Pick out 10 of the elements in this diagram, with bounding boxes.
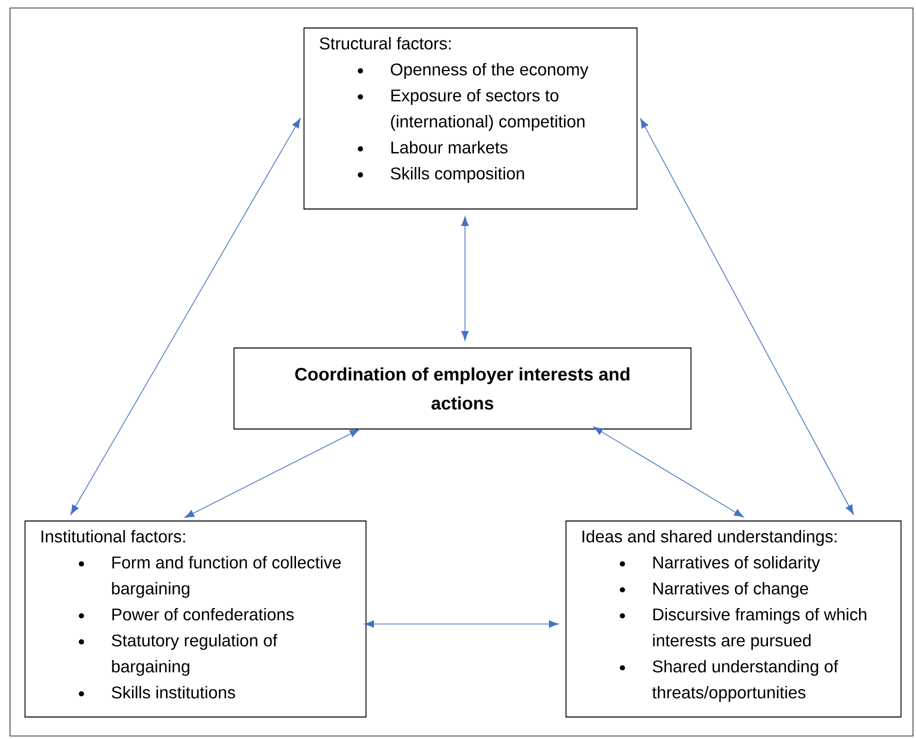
factor-box: Institutional factors: Form and function of collective bargaining Power of confederations Statutory regulation of bargaining Skills institutions bbox=[24, 520, 366, 718]
arrow bbox=[640, 118, 854, 515]
arrow bbox=[593, 426, 744, 518]
factor-box: Ideas and shared understandings: Narratives of solidarity Narratives of change Discursive framings of which interests are pursued Shared understanding of threats/opportunities bbox=[566, 520, 902, 718]
arrow bbox=[184, 429, 360, 518]
arrow bbox=[70, 118, 301, 515]
center-box: Coordination of employer interests and actions bbox=[234, 348, 692, 430]
arrow bbox=[364, 620, 559, 628]
arrow bbox=[461, 216, 469, 341]
factor-box: Structural factors: Openness of the economy Exposure of sectors to (international) competition Labour markets Skills composition bbox=[304, 28, 638, 210]
